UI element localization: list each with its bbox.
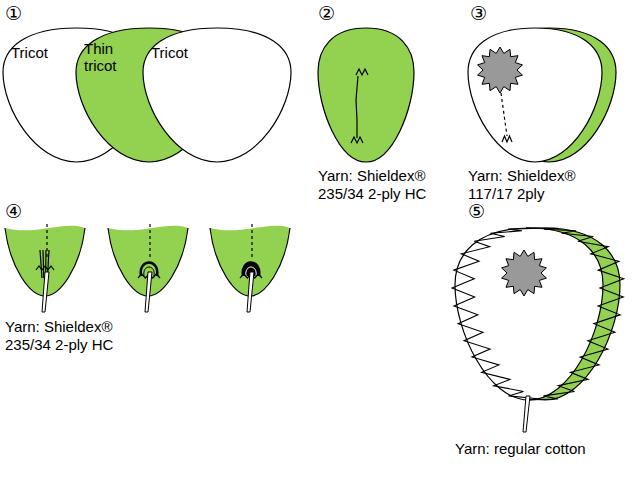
step-number: ①	[5, 2, 22, 25]
fabric-piece	[318, 28, 414, 162]
dashed-stitch	[501, 93, 507, 136]
step-number: ③	[470, 2, 487, 25]
step-number: ②	[318, 2, 335, 25]
needle	[145, 272, 152, 312]
tricot-layer	[455, 228, 603, 400]
step-number-box: ⑤	[468, 200, 498, 223]
electrode-star	[502, 250, 547, 296]
stitch-zigzag	[502, 136, 512, 142]
layer-name: Tricot	[11, 44, 48, 61]
overcast-stitch	[452, 228, 624, 400]
caption-box: Yarn: regular cotton	[455, 440, 631, 458]
stitch-line	[356, 76, 358, 138]
tricot-layer	[468, 28, 602, 162]
stitch-zigzag	[351, 137, 363, 143]
yarn-caption: Yarn: Shieldex® 235/34 2-ply HC	[5, 318, 133, 354]
caption-box: Yarn: Shieldex® 117/17 2ply	[468, 167, 596, 203]
needle	[42, 272, 49, 312]
caption-box: Yarn: Shieldex® 235/34 2-ply HC	[318, 167, 446, 203]
step-number: ⑤	[468, 200, 485, 223]
yarn-caption: Yarn: Shieldex® 117/17 2ply	[468, 167, 596, 203]
yarn-caption: Yarn: regular cotton	[455, 440, 586, 458]
layer-name: Tricot	[151, 44, 188, 61]
yarn-caption: Yarn: Shieldex® 235/34 2-ply HC	[318, 167, 446, 203]
step-number-box: ④	[5, 200, 35, 223]
step-number-box: ①	[5, 2, 35, 25]
caption-box: Yarn: Shieldex® 235/34 2-ply HC	[5, 318, 133, 354]
layer-name: Thin tricot	[84, 40, 136, 75]
electrode-star	[478, 47, 523, 93]
fabric-layer: Tricot	[143, 28, 291, 162]
step-number-box: ②	[318, 2, 348, 25]
stitch-zigzag	[356, 69, 368, 75]
layer-shape	[143, 28, 291, 162]
dashed-stitch	[251, 224, 252, 258]
needle	[523, 396, 530, 432]
step-number: ④	[5, 200, 22, 223]
dashed-stitch	[46, 224, 47, 258]
needle	[247, 272, 254, 312]
step-number-box: ③	[470, 2, 500, 25]
dashed-stitch	[149, 224, 150, 258]
